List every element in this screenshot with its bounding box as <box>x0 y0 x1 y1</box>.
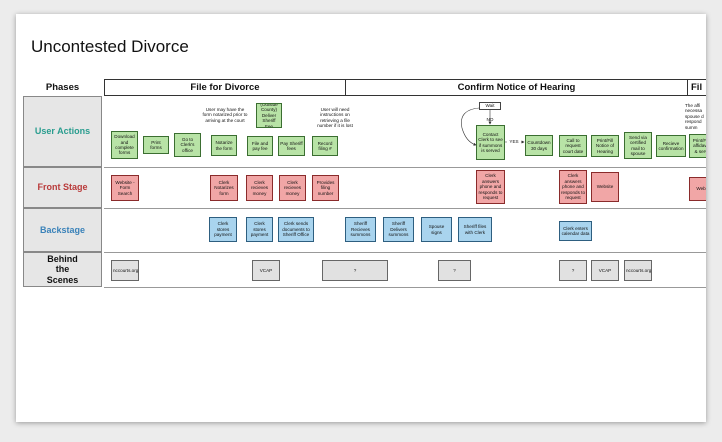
decision-yes-label: YES <box>507 139 521 145</box>
phase-divider <box>345 79 346 96</box>
file-and-pay-step: File and pay fee <box>247 136 273 156</box>
sheriff-files-with-clerk: Sheriff files with Clerk <box>458 217 492 242</box>
decision-no-label: NO <box>486 117 494 122</box>
website-truncated: Web <box>689 177 706 201</box>
lane-behind-the-scenes: Behind the Scenes <box>23 252 102 287</box>
clerk-notarizes: Clerk Notarizes form <box>210 175 238 201</box>
sheriff-receives-summons: Sheriff Recieves summons <box>345 217 376 242</box>
lane-divider <box>104 167 706 168</box>
record-filing-step: Record filing # <box>312 136 338 156</box>
phase-file-truncated: Fil <box>691 81 703 93</box>
countdown-step: Countdown 30 days <box>525 135 553 156</box>
journey-map-card: Uncontested Divorce Phases File for Divo… <box>16 14 706 422</box>
lane-backstage: Backstage <box>23 208 102 252</box>
instructions-note: User will need instructions on retrievin… <box>317 107 353 129</box>
clerk-receives-money: Clerk recieves money <box>279 175 306 201</box>
clerk-answers-phone: Clerk answers phone and responds to requ… <box>559 170 587 204</box>
unknown-system: ? <box>438 260 471 281</box>
phase-divider <box>687 79 688 96</box>
phase-confirm-notice: Confirm Notice of Hearing <box>457 81 576 93</box>
unknown-system: ? <box>322 260 388 281</box>
lane-user-actions: User Actions <box>23 96 102 167</box>
recieve-confirmation-step: Recieve confirmation <box>656 135 686 157</box>
print-notice-step: Print/Fill Notice of Hearing <box>591 135 619 157</box>
nccourts-system: nccourts.org <box>111 260 139 281</box>
website: Website <box>591 172 619 202</box>
affidavit-note: The affi necessa spouse d respond summ <box>685 103 704 130</box>
phase-top-border <box>104 79 706 80</box>
go-to-clerk-step: Go to Clerk's office <box>174 133 201 157</box>
phases-label: Phases <box>45 81 80 93</box>
download-forms-step: Download and complete forms <box>111 131 138 159</box>
print-affidavit-step: Print/Fill affidavit & serv <box>689 134 706 158</box>
lane-divider <box>104 252 706 253</box>
lane-divider <box>104 208 706 209</box>
send-certified-mail-step: Send via certified mail to spouse <box>624 132 652 159</box>
unknown-system: ? <box>559 260 587 281</box>
print-forms-step: Print forms <box>143 136 169 154</box>
lane-front-stage: Front Stage <box>23 167 102 208</box>
phase-file-for-divorce: File for Divorce <box>190 81 260 93</box>
vcap-system: VCAP <box>591 260 619 281</box>
sheriff-delivers-summons: Sheriff Delivers summons <box>383 217 414 242</box>
clerk-enters-calendar: Clerk enters calendar data <box>559 221 592 241</box>
pay-sheriff-step: Pay Sheriff fees <box>278 136 305 156</box>
notarize-form-step: Notarize the form <box>211 135 237 156</box>
wait-step: Wait <box>479 102 501 110</box>
phase-bottom-border <box>104 95 706 96</box>
clerk-sends-documents: Clerk sends documents to Sheriff Office <box>278 217 314 242</box>
spouse-signs: Spouse signs <box>421 217 452 242</box>
clerk-receives-money: Clerk recieves money <box>246 175 273 201</box>
vcap-system: VCAP <box>252 260 280 281</box>
contact-clerk-step: Contact Clerk to see if summons is serve… <box>476 125 505 160</box>
outside-county-step: (Outside County) Deliver Sheriff Fee <box>256 103 282 128</box>
provides-filing-number: Provides filing number <box>312 175 339 201</box>
page-title: Uncontested Divorce <box>31 37 189 56</box>
website-form-search: Website - Form Search <box>111 175 139 201</box>
clerk-answers-phone: Clerk answers phone and responds to requ… <box>476 170 505 204</box>
call-request-step: Call to request court date <box>559 135 587 157</box>
lane-divider <box>104 287 706 288</box>
clerk-stores-payment: Clerk stores payment <box>246 217 273 242</box>
notarize-note: User may have the form notarized prior t… <box>202 107 248 123</box>
phase-divider <box>104 79 105 96</box>
nccourts-system: nccourts.org <box>624 260 652 281</box>
clerk-stores-payment: Clerk stores payment <box>209 217 237 242</box>
